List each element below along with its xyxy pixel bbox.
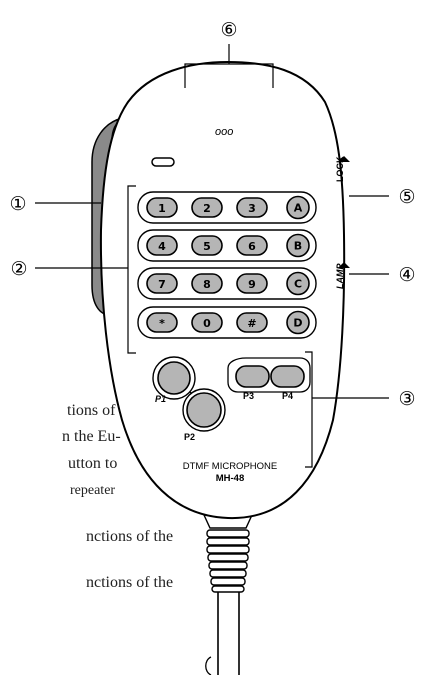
key-label: 3 <box>248 202 256 215</box>
background-text-line: nctions of the <box>86 528 173 545</box>
key-c[interactable]: C <box>286 271 310 296</box>
key-2[interactable]: 2 <box>191 197 223 218</box>
led-indicator <box>151 157 175 167</box>
p2-label: P2 <box>184 432 195 442</box>
callout-6: ⑥ <box>220 19 237 41</box>
p4-label: P4 <box>282 391 293 401</box>
p3-key[interactable] <box>235 365 270 388</box>
lamp-arrow-icon <box>338 262 350 268</box>
key-7[interactable]: 7 <box>146 273 178 294</box>
keypad: 1 2 3 A 4 5 6 B <box>137 191 317 339</box>
p1-label: P1 <box>155 394 166 404</box>
callout-3: ③ <box>398 388 415 410</box>
key-a[interactable]: A <box>286 195 310 220</box>
key-label: 2 <box>203 202 211 215</box>
key-8[interactable]: 8 <box>191 273 223 294</box>
background-text-line: n the Eu- <box>62 428 121 445</box>
key-label: C <box>294 278 302 291</box>
program-keys: P1 P2 P3 P4 <box>152 356 311 442</box>
key-6[interactable]: 6 <box>236 235 268 256</box>
key-label: 7 <box>158 278 166 291</box>
microphone-cable <box>205 590 240 675</box>
background-text-line: utton to <box>68 455 117 472</box>
lock-arrow-icon <box>338 156 350 162</box>
key-3[interactable]: 3 <box>236 197 268 218</box>
lamp-label: LAMP <box>335 263 345 289</box>
key-label: B <box>294 240 302 253</box>
key-label: 9 <box>248 278 256 291</box>
key-label: 5 <box>203 240 211 253</box>
keypad-row-outline <box>137 191 317 224</box>
key-label: 6 <box>248 240 256 253</box>
keypad-row-outline <box>137 306 317 339</box>
background-text: tions of n the Eu- utton to repeater nct… <box>62 402 173 591</box>
key-label: 0 <box>203 317 211 330</box>
keypad-row-outline <box>137 267 317 300</box>
key-0[interactable]: 0 <box>191 312 223 333</box>
key-label: 4 <box>158 240 166 253</box>
key-label: A <box>294 202 303 215</box>
key-d[interactable]: D <box>286 310 310 335</box>
strain-relief <box>202 514 254 593</box>
p3-label: P3 <box>243 391 254 401</box>
mic-label-line1: DTMF MICROPHONE <box>183 461 277 472</box>
key-5[interactable]: 5 <box>191 235 223 256</box>
lock-label: LOCK <box>335 156 345 182</box>
callout-4: ④ <box>398 264 415 286</box>
key-4[interactable]: 4 <box>146 235 178 256</box>
keypad-row-outline <box>137 229 317 262</box>
p2-key[interactable] <box>186 392 222 428</box>
background-text-line: nctions of the <box>86 574 173 591</box>
key-label: D <box>293 317 302 330</box>
callout-1: ① <box>9 193 26 215</box>
callout-5: ⑤ <box>398 186 415 208</box>
background-text-line: tions of <box>67 402 116 419</box>
key-1[interactable]: 1 <box>146 197 178 218</box>
key-label: * <box>159 317 165 330</box>
key-label: 8 <box>203 278 211 291</box>
background-text-line: repeater <box>70 483 115 498</box>
p4-key[interactable] <box>270 365 305 388</box>
key-hash[interactable]: # <box>236 312 268 333</box>
callout-2: ② <box>10 258 27 280</box>
key-9[interactable]: 9 <box>236 273 268 294</box>
key-star[interactable]: * <box>146 312 178 333</box>
key-label: 1 <box>158 202 166 215</box>
key-b[interactable]: B <box>286 233 310 258</box>
mic-label-model: MH-48 <box>216 473 245 484</box>
grille-text: ooo <box>215 126 233 138</box>
p1-key[interactable] <box>157 361 191 395</box>
key-label: # <box>247 317 256 330</box>
callout-3-bracket <box>305 351 313 468</box>
keypad-bracket <box>127 185 136 354</box>
